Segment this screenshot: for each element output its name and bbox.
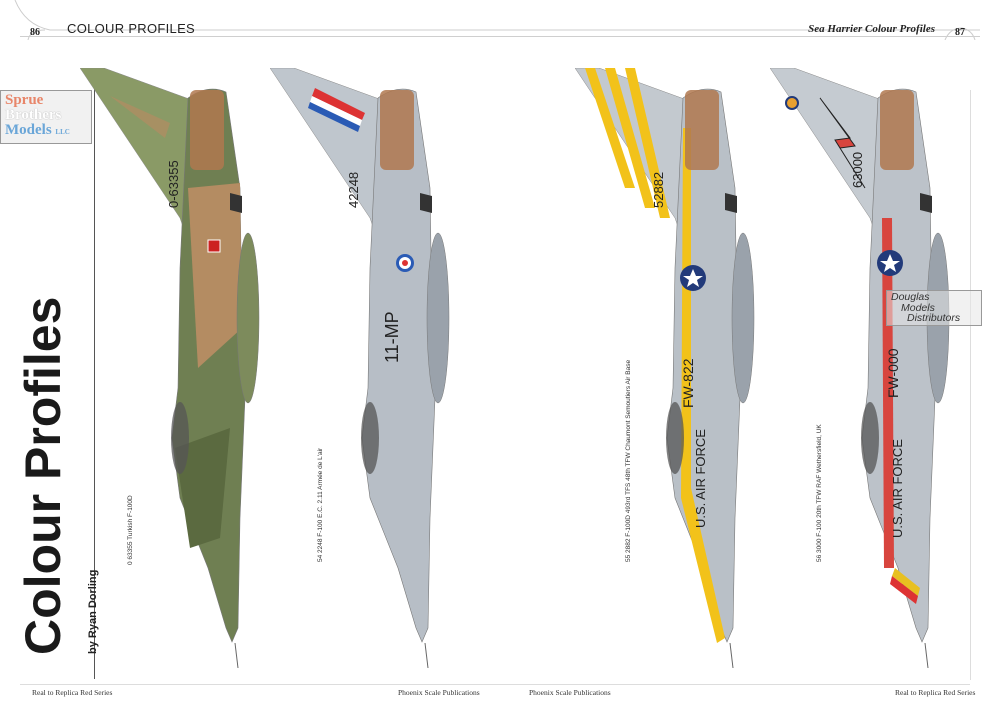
fin-lightning: [819, 97, 866, 189]
footer-left: Real to Replica Red Series: [32, 688, 113, 697]
footer-rule: [20, 684, 970, 685]
fin-flash: [312, 88, 365, 120]
page-title: Colour Profiles: [15, 296, 71, 655]
pitot-probe: [924, 642, 929, 669]
exhaust-nozzle: [380, 90, 414, 170]
fin-serial: 42248: [346, 172, 361, 208]
footer-right: Real to Replica Red Series: [895, 688, 976, 697]
watermark-left: Sprue Brothers Models LLC: [0, 90, 92, 144]
camo-patch: [110, 96, 170, 138]
watermark-text: Models: [5, 122, 52, 138]
fuselage-code: 11-MP: [382, 311, 402, 363]
running-title: Sea Harrier Colour Profiles: [808, 23, 935, 35]
page-curl-decoration: [14, 0, 980, 40]
watermark-text: Distributors: [907, 312, 961, 324]
pitot-probe: [424, 642, 429, 669]
speed-brake: [230, 193, 242, 213]
exhaust-nozzle: [685, 90, 719, 170]
exhaust-nozzle: [880, 90, 914, 170]
footer-center-right: Phoenix Scale Publications: [529, 688, 611, 697]
camo-patch: [188, 183, 242, 368]
watermark-text: Brothers: [5, 107, 62, 123]
watermark-text: LLC: [55, 128, 70, 136]
fuselage-stripe: [681, 128, 725, 643]
watermark-text: Models: [901, 301, 935, 314]
watermark-right: Douglas Models Distributors: [886, 290, 982, 326]
canopy: [666, 402, 684, 474]
section-title: COLOUR PROFILES: [67, 21, 196, 36]
page-edge: [970, 90, 971, 680]
camo-patch: [175, 428, 230, 548]
fin-serial: 0-63355: [166, 160, 181, 208]
right-page-number: 87: [955, 27, 965, 38]
fuselage-lettering: U.S. AIR FORCE: [693, 429, 708, 528]
left-page-number: 86: [30, 27, 40, 38]
speed-brake: [725, 193, 737, 213]
pitot-probe: [729, 642, 734, 669]
watermark-text: Sprue: [5, 92, 44, 108]
footer-center-left: Phoenix Scale Publications: [398, 688, 480, 697]
fuselage-code: FW-000: [885, 348, 901, 398]
aircraft-profile: 0-63355: [79, 67, 280, 669]
drop-tank: [731, 232, 755, 404]
exhaust-nozzle: [190, 90, 224, 170]
roundel: [402, 260, 408, 266]
fin-serial: 52882: [651, 172, 666, 208]
canopy: [171, 402, 189, 474]
pitot-probe: [234, 642, 239, 669]
aircraft-profile: 42248 11-MP: [269, 67, 470, 669]
title-divider: [94, 72, 95, 679]
speed-brake: [920, 193, 932, 213]
fuselage-code: FW-822: [680, 358, 696, 408]
fuselage-lettering: U.S. AIR FORCE: [890, 439, 905, 538]
speed-brake: [420, 193, 432, 213]
fin-stripes: [585, 68, 670, 218]
watermark-text: Douglas: [891, 291, 930, 303]
tail-fin: [769, 67, 885, 259]
canopy: [861, 402, 879, 474]
canopy: [361, 402, 379, 474]
drop-tank: [236, 232, 260, 404]
drop-tank: [426, 232, 450, 404]
header-rule: [20, 36, 980, 37]
roundel: [207, 239, 221, 253]
fin-serial: 63000: [850, 152, 865, 188]
